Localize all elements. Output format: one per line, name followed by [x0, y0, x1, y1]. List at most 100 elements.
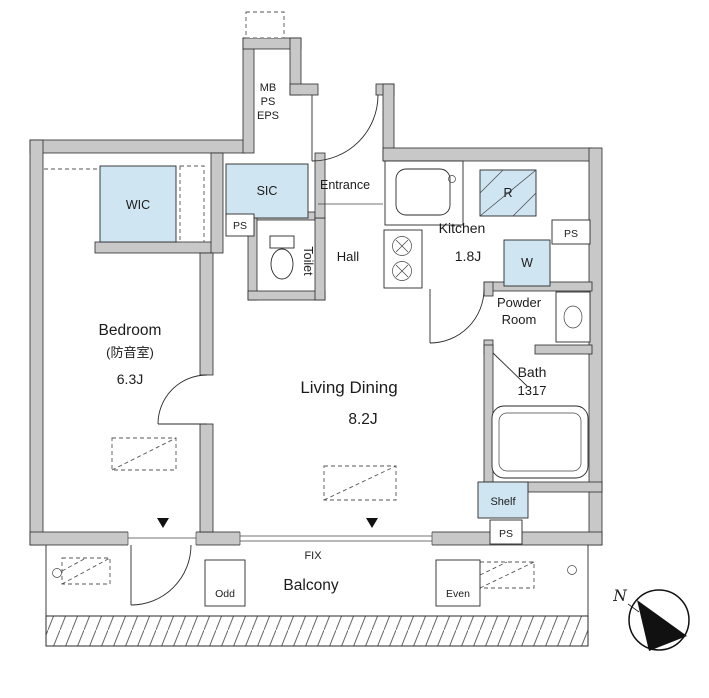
balcony-door-swing [130, 544, 192, 606]
label-ps-shaft: PS [261, 96, 276, 108]
ac-unit-right-diagonal [479, 561, 535, 589]
label-powder-line1: Powder [497, 295, 542, 310]
north-arrow-icon [637, 600, 687, 651]
wall-sic-entry-divider [314, 152, 326, 219]
wall-shaft-left [242, 37, 255, 154]
powder-vanity [555, 291, 591, 343]
bedroom-door-swing [157, 374, 208, 425]
washer-box [503, 239, 551, 287]
ps-box-right [551, 219, 591, 245]
bedroom-furniture-diagonal [111, 437, 177, 471]
duct-box-top [245, 11, 285, 39]
label-living-size: 8.2J [348, 411, 377, 428]
label-washer: W [521, 256, 533, 270]
label-entrance: Entrance [320, 178, 370, 192]
label-powder-line2: Room [502, 312, 537, 327]
compass-tick [627, 603, 640, 613]
odd-floor-box [204, 559, 246, 607]
label-even: Even [446, 588, 470, 600]
living-furniture-dash [323, 465, 397, 501]
shelf-box [477, 481, 529, 519]
label-ps-entry: PS [233, 220, 247, 232]
ac-unit-left-diagonal [61, 557, 111, 585]
threshold-marker-living [366, 518, 378, 528]
ps-box-entry [225, 213, 255, 237]
label-eps: EPS [257, 110, 279, 122]
burner-cross [395, 239, 409, 253]
storage-boxes [99, 11, 591, 545]
bedroom-balcony-opening [128, 531, 196, 546]
bath-door-leaf [492, 352, 528, 387]
dashed-marks [44, 165, 397, 528]
label-wic: WIC [126, 198, 150, 212]
even-floor-box [435, 559, 481, 607]
compass: N [612, 587, 690, 651]
wall-bedroom-top [94, 241, 214, 254]
label-kitchen-size: 1.8J [455, 248, 481, 264]
label-shelf: Shelf [490, 496, 516, 508]
stove-burner [392, 261, 412, 281]
doors [130, 94, 528, 606]
bathtub [491, 405, 589, 479]
wic-door-dash [179, 165, 205, 243]
ps-box-shelf [489, 519, 523, 545]
fridge-hatch [479, 169, 504, 194]
fix-window-opening [240, 531, 432, 546]
label-living: Living Dining [300, 378, 397, 397]
stove-burner [392, 236, 412, 256]
wall-toilet-right [314, 217, 326, 301]
balcony-drain-right [567, 565, 577, 575]
fridge-hatch [512, 192, 537, 217]
burner-cross [395, 264, 409, 278]
sic-box [225, 163, 309, 219]
balcony-area [45, 545, 589, 647]
wall-bath-top [534, 344, 593, 355]
bathtub-inner [498, 412, 582, 472]
powder-door-swing [429, 288, 485, 344]
label-fridge: R [503, 186, 512, 200]
wall-entry-top-left [289, 83, 319, 96]
openings [127, 531, 433, 546]
toilet-tank [269, 235, 295, 249]
wall-divider-mid [199, 252, 214, 376]
label-ps-shelf: PS [499, 528, 513, 540]
label-bath: Bath [518, 364, 547, 380]
wall-top-left [29, 139, 246, 154]
entrance-door-swing [311, 94, 379, 162]
wall-toilet-bottom [247, 290, 326, 301]
label-bedroom-note: (防音室) [106, 345, 154, 360]
label-odd: Odd [215, 588, 235, 600]
label-toilet: Toilet [301, 246, 315, 276]
ac-unit-left-diagonal2 [61, 557, 87, 572]
wall-powder-left-stub-top [483, 281, 494, 297]
wic-box [99, 165, 177, 243]
label-ps-right: PS [564, 228, 578, 240]
kitchen-sink [395, 168, 451, 216]
bedroom-furniture-dash [111, 437, 177, 471]
wall-divider-lower [199, 423, 214, 533]
toilet-bowl [270, 248, 294, 280]
fixtures [269, 160, 591, 479]
balcony-drain-left [52, 568, 62, 578]
fridge-hatch [479, 169, 537, 217]
threshold-marker-bedroom [157, 518, 169, 528]
label-balcony: Balcony [283, 577, 338, 594]
ac-unit-right-diagonal2 [479, 561, 508, 576]
label-bedroom-size: 6.3J [117, 371, 143, 387]
north-label: N [612, 587, 628, 605]
wall-divider-upper [210, 152, 224, 254]
wall-left [29, 139, 44, 546]
label-fix: FIX [304, 550, 322, 562]
label-kitchen: Kitchen [439, 220, 486, 236]
living-furniture-diagonal [323, 465, 397, 501]
label-sic: SIC [257, 184, 278, 198]
balcony-railing [45, 615, 589, 647]
label-bedroom: Bedroom [99, 322, 162, 339]
label-bath-size: 1317 [518, 383, 547, 398]
vanity-bowl [563, 305, 583, 329]
label-mb: MB [260, 82, 277, 94]
labels: MB PS EPS WIC SIC PS Entrance Toilet Hal… [99, 82, 578, 600]
label-hall: Hall [337, 249, 360, 264]
